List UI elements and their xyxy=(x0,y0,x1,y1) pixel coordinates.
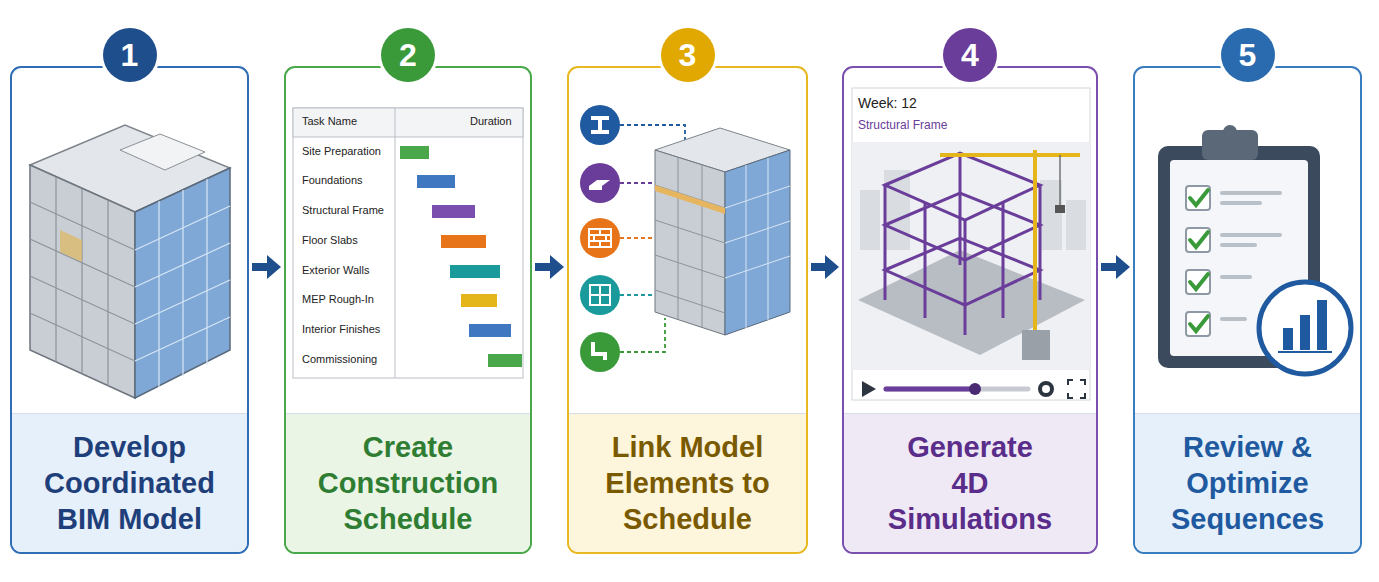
link-illustration xyxy=(580,105,790,372)
step-number-circle: 3 xyxy=(661,28,715,82)
table-cell: Exterior Walls xyxy=(302,264,369,277)
table-cell: MEP Rough-In xyxy=(302,293,374,306)
step-title: Create Construction Schedule xyxy=(296,429,521,537)
flow-arrow xyxy=(252,255,281,279)
table-cell: Structural Frame xyxy=(302,204,384,217)
step-panel: Create Construction Schedule2 xyxy=(284,66,532,554)
title-band: Link Model Elements to Schedule xyxy=(569,413,806,552)
step-number-circle: 1 xyxy=(103,28,157,82)
step-number-circle: 2 xyxy=(381,28,435,82)
step-title: Generate 4D Simulations xyxy=(886,429,1054,537)
step-number: 2 xyxy=(399,38,417,72)
table-cell: Task Name xyxy=(302,115,357,128)
flow-arrow xyxy=(811,255,839,279)
step-panel: Link Model Elements to Schedule3 xyxy=(567,66,808,554)
table-cell: Floor Slabs xyxy=(302,234,358,247)
step-panel: Review & Optimize Sequences5 xyxy=(1133,66,1362,554)
simulation-illustration xyxy=(852,88,1090,400)
step-title: Develop Coordinated BIM Model xyxy=(20,429,240,537)
step-panel: Develop Coordinated BIM Model1 xyxy=(10,66,249,554)
step-number: 3 xyxy=(679,38,697,72)
step-number-circle: 5 xyxy=(1221,28,1275,82)
step-title: Link Model Elements to Schedule xyxy=(580,429,795,537)
table-cell: Interior Finishes xyxy=(302,323,380,336)
step-title: Review & Optimize Sequences xyxy=(1143,429,1353,537)
video-caption: Week: 12 xyxy=(858,95,917,112)
title-band: Generate 4D Simulations xyxy=(844,413,1096,552)
step-number: 1 xyxy=(121,38,139,72)
flow-arrow xyxy=(1101,255,1130,279)
title-band: Create Construction Schedule xyxy=(286,413,530,552)
table-cell: Site Preparation xyxy=(302,145,381,158)
step-number: 5 xyxy=(1239,38,1257,72)
clipboard-illustration xyxy=(1158,125,1351,374)
title-band: Review & Optimize Sequences xyxy=(1135,413,1360,552)
step-number-circle: 4 xyxy=(943,28,997,82)
table-cell: Foundations xyxy=(302,174,363,187)
step-panel: Generate 4D Simulations4 xyxy=(842,66,1098,554)
table-cell: Duration xyxy=(470,115,512,128)
building-illustration xyxy=(30,125,230,398)
title-band: Develop Coordinated BIM Model xyxy=(12,413,247,552)
flow-arrow xyxy=(535,255,564,279)
video-caption: Structural Frame xyxy=(858,118,947,132)
table-cell: Commissioning xyxy=(302,353,377,366)
step-number: 4 xyxy=(961,38,979,72)
gantt-chart xyxy=(293,108,523,378)
